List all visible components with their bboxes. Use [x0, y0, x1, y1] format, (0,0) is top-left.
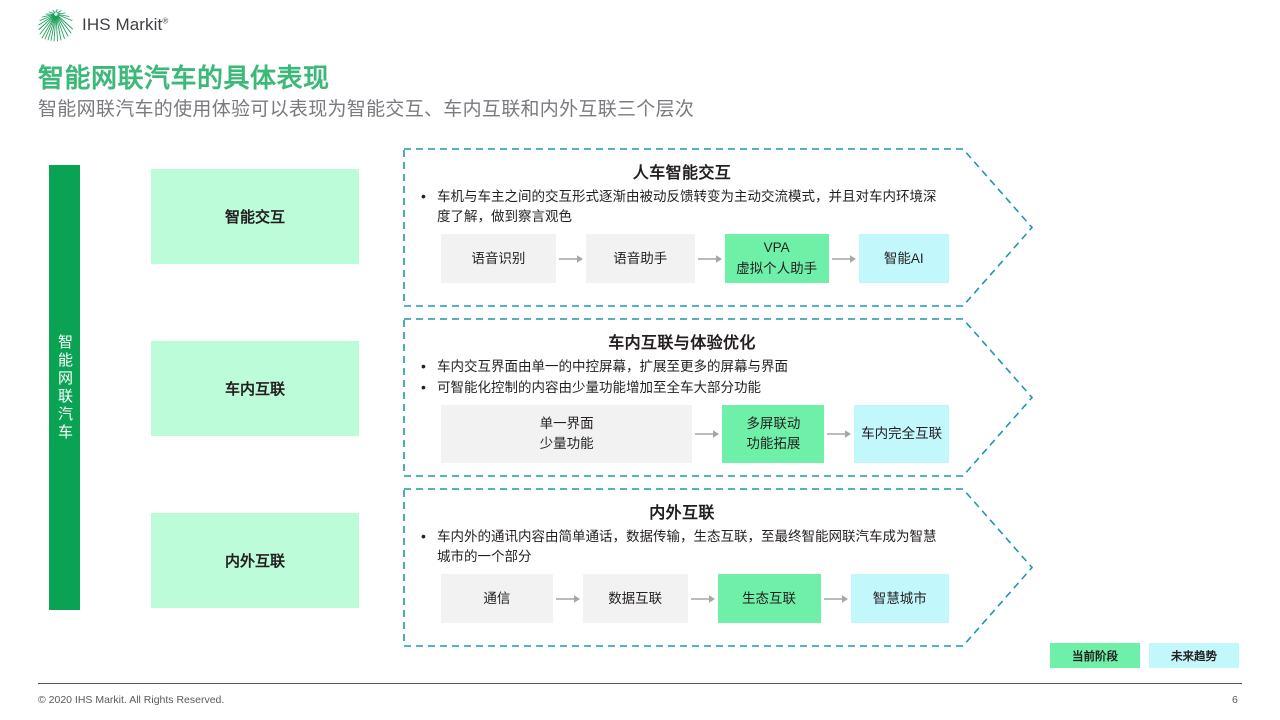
flow-box-line: 智慧城市 — [872, 590, 927, 606]
panel-1-heading: 人车智能交互 — [632, 165, 732, 182]
panel-2-bullets: 车内交互界面由单一的中控屏幕，扩展至更多的屏幕与界面 可智能化控制的内容由少量功… — [415, 356, 949, 398]
brand-name: IHS Markit® — [82, 15, 168, 35]
trademark-symbol: ® — [162, 16, 169, 26]
panel-1-bullets: 车机与车主之间的交互形式逐渐由被动反馈转变为主动交流模式，并且对车内环境深度了解… — [415, 186, 949, 226]
footer-copyright: © 2020 IHS Markit. All Rights Reserved. — [38, 694, 225, 706]
panel-3-bullet-1: 车内外的通讯内容由简单通话，数据传输，生态互联，至最终智能网联汽车成为智慧城市的… — [415, 526, 949, 566]
flow-box-line: 功能拓展 — [746, 436, 801, 452]
flow-box-line: 单一界面 — [539, 415, 594, 431]
stage-box-3[interactable]: 内外互联 — [151, 513, 359, 608]
panel-in-car-connectivity: 车内互联与体验优化 车内交互界面由单一的中控屏幕，扩展至更多的屏幕与界面 可智能… — [403, 318, 1033, 477]
panel-3-flow: 通信 数据互联 生态互联 智慧城市 — [415, 574, 950, 624]
flow-box-vpa[interactable]: VPA 虚拟个人助手 — [724, 234, 829, 284]
vertical-category-bar: 智能网联汽车 — [49, 165, 80, 610]
flow-arrow-icon — [821, 592, 851, 606]
stage-box-2-label: 车内互联 — [224, 381, 285, 398]
panel-2-heading: 车内互联与体验优化 — [608, 335, 756, 352]
stage-box-3-label: 内外互联 — [224, 553, 285, 570]
flow-box-full-in-car-connection[interactable]: 车内完全互联 — [854, 405, 949, 464]
flow-arrow-icon — [824, 427, 854, 441]
flow-box-line: 数据互联 — [608, 590, 663, 606]
footer-divider — [38, 683, 1242, 684]
legend-item-future-trend-label: 未来趋势 — [1171, 650, 1217, 663]
legend-item-current-stage-label: 当前阶段 — [1072, 650, 1118, 663]
panel-1-bullet-1: 车机与车主之间的交互形式逐渐由被动反馈转变为主动交流模式，并且对车内环境深度了解… — [415, 186, 949, 226]
flow-arrow-icon — [556, 252, 586, 266]
flow-box-line: VPA — [763, 240, 790, 256]
flow-box-line: 少量功能 — [539, 436, 594, 452]
flow-box-communication[interactable]: 通信 — [441, 574, 553, 624]
brand-name-text: IHS Markit — [82, 15, 163, 34]
flow-box-data-connection[interactable]: 数据互联 — [582, 574, 688, 624]
flow-arrow-icon — [688, 592, 718, 606]
flow-box-line: 虚拟个人助手 — [736, 260, 818, 276]
stage-box-1[interactable]: 智能交互 — [151, 169, 359, 264]
flow-arrow-icon — [829, 252, 859, 266]
flow-box-line: 语音助手 — [613, 250, 668, 266]
flow-box-line: 生态互联 — [742, 590, 797, 606]
panel-internal-external-connectivity: 内外互联 车内外的通讯内容由简单通话，数据传输，生态互联，至最终智能网联汽车成为… — [403, 488, 1033, 647]
flow-box-ecosystem-connection[interactable]: 生态互联 — [717, 574, 821, 624]
flow-box-smart-city[interactable]: 智慧城市 — [850, 574, 950, 624]
flow-box-line: 智能AI — [883, 250, 924, 266]
flow-box-voice-recognition[interactable]: 语音识别 — [441, 234, 556, 284]
panel-1-flow: 语音识别 语音助手 VPA 虚拟个人助手 智能AI — [415, 234, 949, 284]
flow-box-line: 车内完全互联 — [861, 426, 943, 441]
panel-2-bullet-2: 可智能化控制的内容由少量功能增加至全车大部分功能 — [415, 377, 949, 398]
flow-box-line: 通信 — [483, 590, 511, 606]
panel-2-bullet-1: 车内交互界面由单一的中控屏幕，扩展至更多的屏幕与界面 — [415, 356, 949, 377]
flow-box-smart-ai[interactable]: 智能AI — [858, 234, 949, 284]
page-title: 智能网联汽车的具体表现 — [38, 63, 330, 93]
panel-2-flow: 单一界面 少量功能 多屏联动 功能拓展 车内完全互联 — [415, 405, 949, 464]
flow-box-multi-screen[interactable]: 多屏联动 功能拓展 — [722, 405, 825, 464]
panel-intelligent-interaction: 人车智能交互 车机与车主之间的交互形式逐渐由被动反馈转变为主动交流模式，并且对车… — [403, 148, 1033, 307]
page-subtitle: 智能网联汽车的使用体验可以表现为智能交互、车内互联和内外互联三个层次 — [38, 99, 695, 120]
panel-3-bullets: 车内外的通讯内容由简单通话，数据传输，生态互联，至最终智能网联汽车成为智慧城市的… — [415, 526, 949, 566]
flow-arrow-icon — [692, 427, 722, 441]
flow-arrow-icon — [695, 252, 725, 266]
stage-box-2[interactable]: 车内互联 — [151, 341, 359, 436]
panel-3-heading: 内外互联 — [649, 505, 715, 522]
ihs-markit-burst-icon — [38, 8, 74, 42]
vertical-category-label: 智能网联汽车 — [56, 333, 73, 442]
flow-box-line: 多屏联动 — [746, 415, 801, 431]
stage-box-1-label: 智能交互 — [224, 209, 285, 226]
legend-item-future-trend: 未来趋势 — [1149, 643, 1239, 668]
flow-box-line: 语音识别 — [471, 250, 526, 266]
legend-item-current-stage: 当前阶段 — [1050, 643, 1140, 668]
flow-box-voice-assistant[interactable]: 语音助手 — [585, 234, 695, 284]
legend: 当前阶段 未来趋势 — [1050, 643, 1239, 668]
flow-arrow-icon — [553, 592, 583, 606]
flow-box-single-interface[interactable]: 单一界面 少量功能 — [441, 405, 693, 464]
footer-page-number: 6 — [1232, 694, 1238, 706]
brand-logo: IHS Markit® — [38, 6, 238, 44]
